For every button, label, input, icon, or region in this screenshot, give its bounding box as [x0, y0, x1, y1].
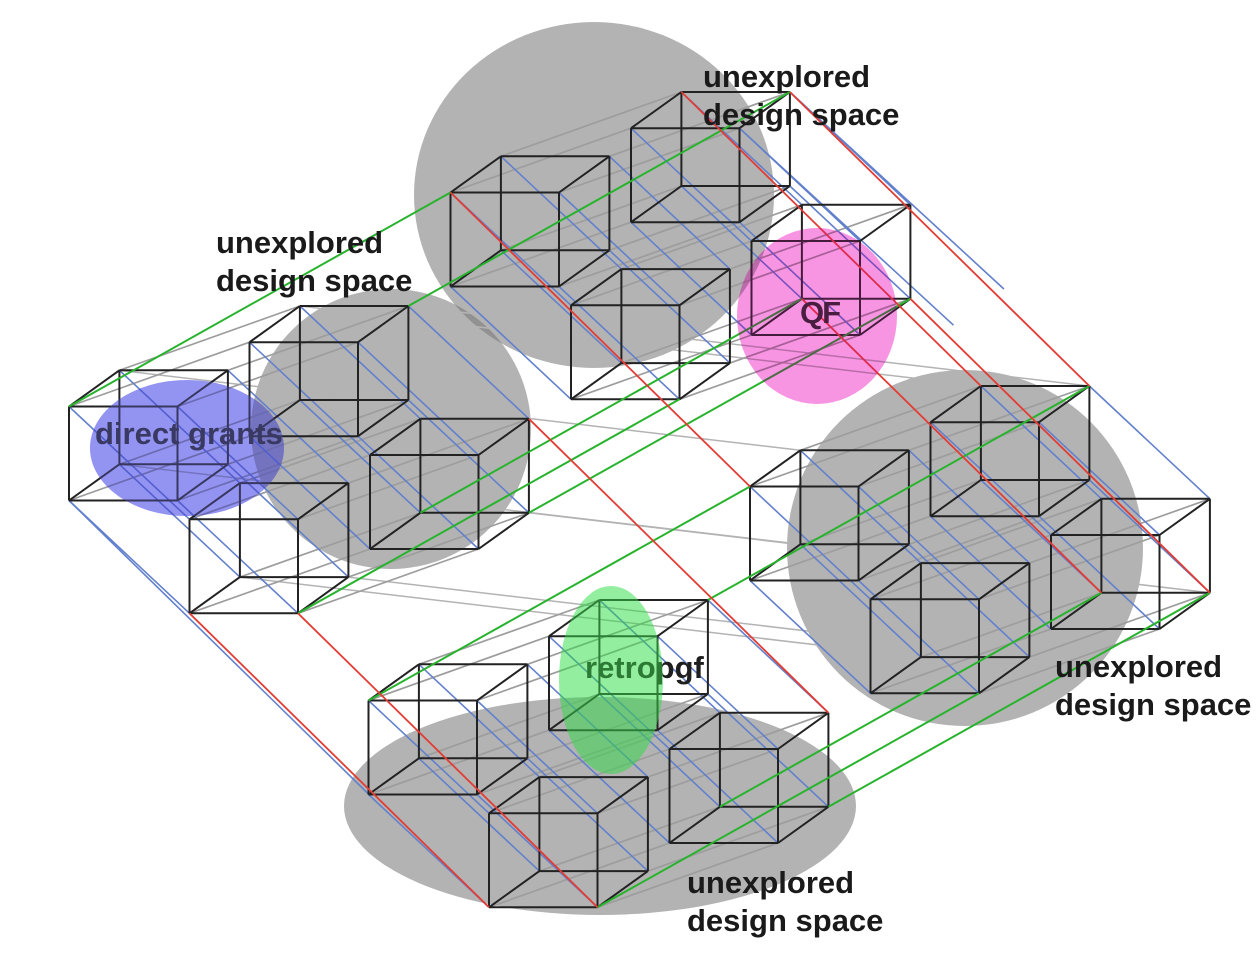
svg-text:design space: design space [687, 903, 883, 938]
svg-text:design space: design space [216, 263, 412, 298]
svg-text:unexplored: unexplored [703, 59, 870, 94]
svg-text:design space: design space [703, 97, 899, 132]
svg-text:unexplored: unexplored [1055, 649, 1222, 684]
svg-text:unexplored: unexplored [216, 225, 383, 260]
svg-text:design space: design space [1055, 687, 1251, 722]
svg-text:unexplored: unexplored [687, 865, 854, 900]
